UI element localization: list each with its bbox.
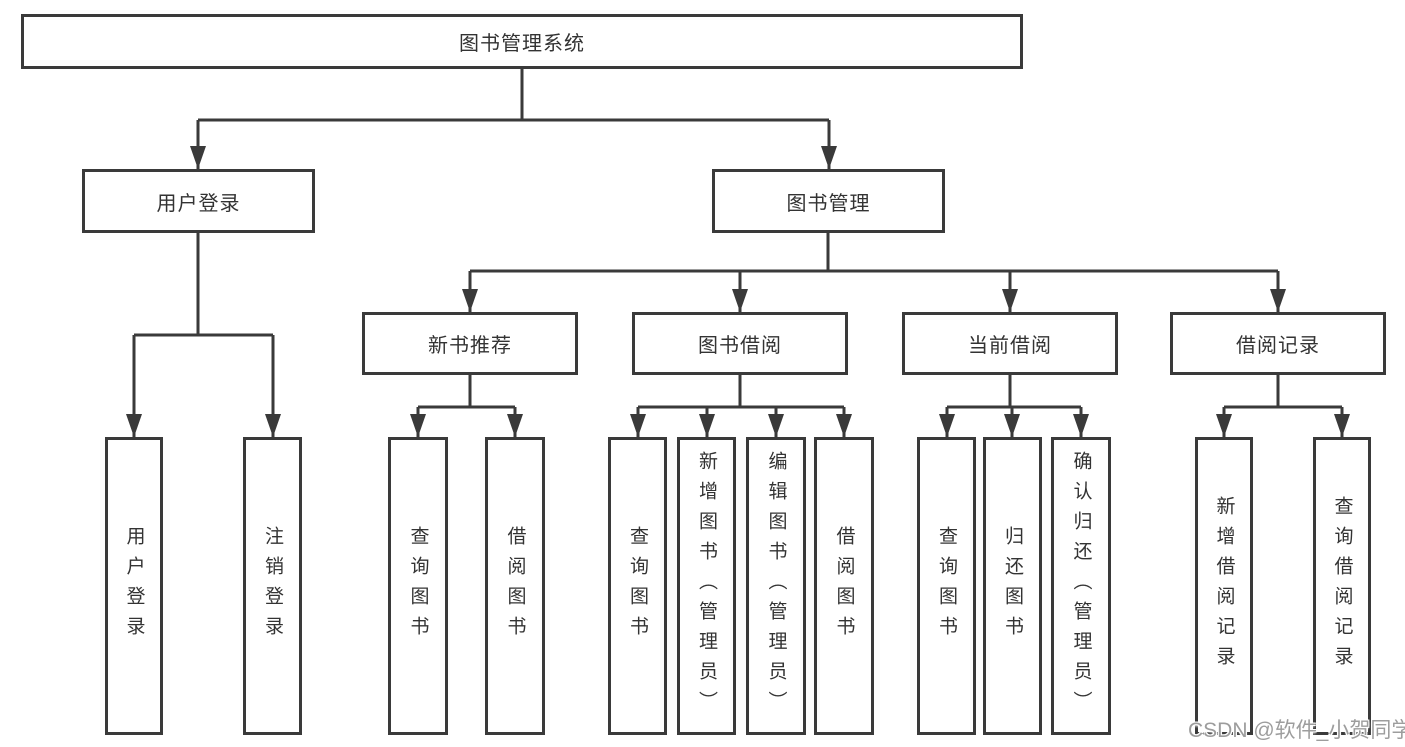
node-root-library-management-system: 图书管理系统 <box>21 14 1023 69</box>
leaf-borrowing-edit-books-admin: 编辑图书（管理员） <box>746 437 806 735</box>
leaf-label: 确认归还（管理员） <box>1070 451 1092 721</box>
leaf-label: 查询图书 <box>407 526 429 646</box>
node-book-management: 图书管理 <box>712 169 945 233</box>
leaf-records-query-record: 查询借阅记录 <box>1313 437 1371 735</box>
leaf-label: 借阅图书 <box>504 526 526 646</box>
leaf-current-confirm-return-admin: 确认归还（管理员） <box>1051 437 1111 735</box>
node-borrowing-records: 借阅记录 <box>1170 312 1386 375</box>
leaf-current-return-books: 归还图书 <box>983 437 1042 735</box>
leaf-label: 用户登录 <box>123 526 145 646</box>
leaf-label: 新增图书（管理员） <box>696 451 717 721</box>
leaf-logout: 注销登录 <box>243 437 302 735</box>
leaf-borrowing-add-books-admin: 新增图书（管理员） <box>677 437 736 735</box>
node-book-borrowing: 图书借阅 <box>632 312 848 375</box>
leaf-borrowing-query-books: 查询图书 <box>608 437 667 735</box>
leaf-user-login: 用户登录 <box>105 437 163 735</box>
node-label: 图书管理 <box>786 192 871 215</box>
leaf-borrowing-borrow-books: 借阅图书 <box>814 437 874 735</box>
leaf-current-query-books: 查询图书 <box>917 437 976 735</box>
node-current-borrowing: 当前借阅 <box>902 312 1118 375</box>
leaf-records-add-record: 新增借阅记录 <box>1195 437 1253 735</box>
node-label: 借阅记录 <box>1236 335 1320 357</box>
node-user-login: 用户登录 <box>82 169 315 233</box>
node-label: 图书管理系统 <box>459 33 585 55</box>
csdn-watermark: CSDN @软件_小贺同学 <box>1188 719 1405 742</box>
leaf-label: 查询图书 <box>627 526 648 646</box>
leaf-recommend-borrow-books: 借阅图书 <box>485 437 545 735</box>
node-label: 新书推荐 <box>428 335 512 357</box>
leaf-recommend-query-books: 查询图书 <box>388 437 448 735</box>
leaf-label: 归还图书 <box>1002 526 1023 646</box>
node-label: 用户登录 <box>156 192 241 215</box>
node-new-book-recommend: 新书推荐 <box>362 312 578 375</box>
connector-trunk-lines <box>134 69 1342 409</box>
leaf-label: 新增借阅记录 <box>1213 496 1235 676</box>
leaf-label: 查询图书 <box>936 526 957 646</box>
leaf-label: 查询借阅记录 <box>1331 496 1353 676</box>
node-label: 当前借阅 <box>968 335 1052 357</box>
node-label: 图书借阅 <box>698 335 782 357</box>
leaf-label: 借阅图书 <box>833 526 855 646</box>
leaf-label: 注销登录 <box>262 526 283 646</box>
leaf-label: 编辑图书（管理员） <box>765 451 787 721</box>
